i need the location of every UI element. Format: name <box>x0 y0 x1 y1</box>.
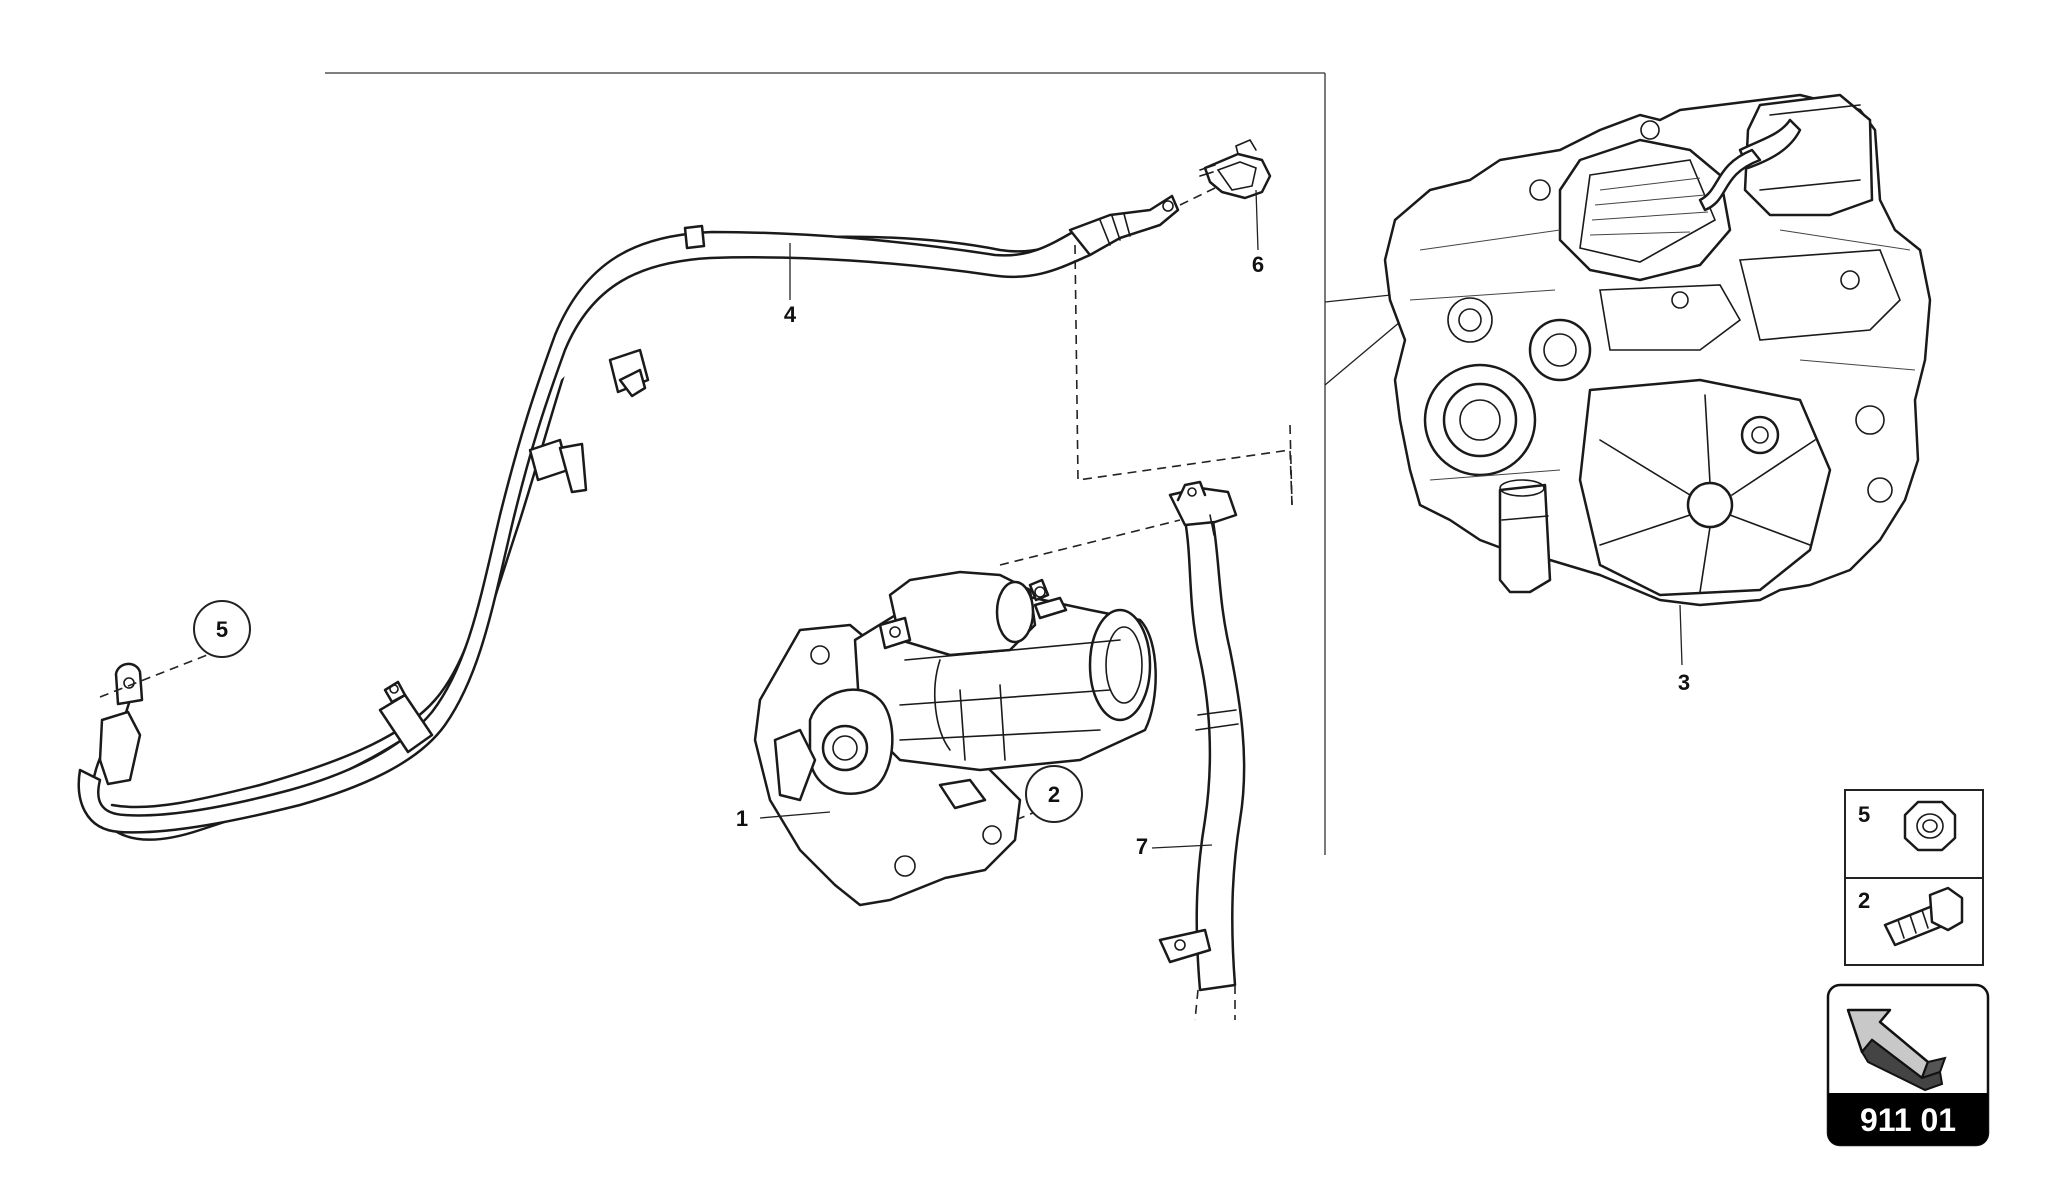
direction-arrow-icon <box>1846 1008 1947 1092</box>
callout-gearbox: 3 <box>1678 670 1690 695</box>
hex-nut-icon <box>1903 800 1957 852</box>
fastener-legend: 5 2 <box>1844 789 1984 966</box>
callout-terminal-cap: 6 <box>1252 252 1264 277</box>
reference-badge: 911 01 <box>1826 983 1990 1147</box>
legend-number-bolt: 2 <box>1858 888 1870 913</box>
callout-battery-cable: 4 <box>784 302 797 327</box>
callout-leaders <box>759 189 1683 849</box>
gearbox-assembly[interactable] <box>1383 93 1932 607</box>
terminal-cap[interactable] <box>1199 138 1272 200</box>
legend-number-nut: 5 <box>1858 802 1870 827</box>
hex-bolt-icon <box>1883 886 1964 947</box>
callout-bolt: 2 <box>1048 782 1060 807</box>
callout-starter: 1 <box>736 806 748 831</box>
callout-labels: 1 4 6 7 3 5 2 <box>193 252 1690 859</box>
battery-cable[interactable] <box>77 194 1180 841</box>
callout-nut: 5 <box>216 617 228 642</box>
reference-code: 911 01 <box>1860 1102 1956 1138</box>
ground-cable[interactable] <box>1158 480 1246 1021</box>
callout-ground-cable: 7 <box>1136 834 1148 859</box>
starter-motor[interactable] <box>753 570 1157 907</box>
